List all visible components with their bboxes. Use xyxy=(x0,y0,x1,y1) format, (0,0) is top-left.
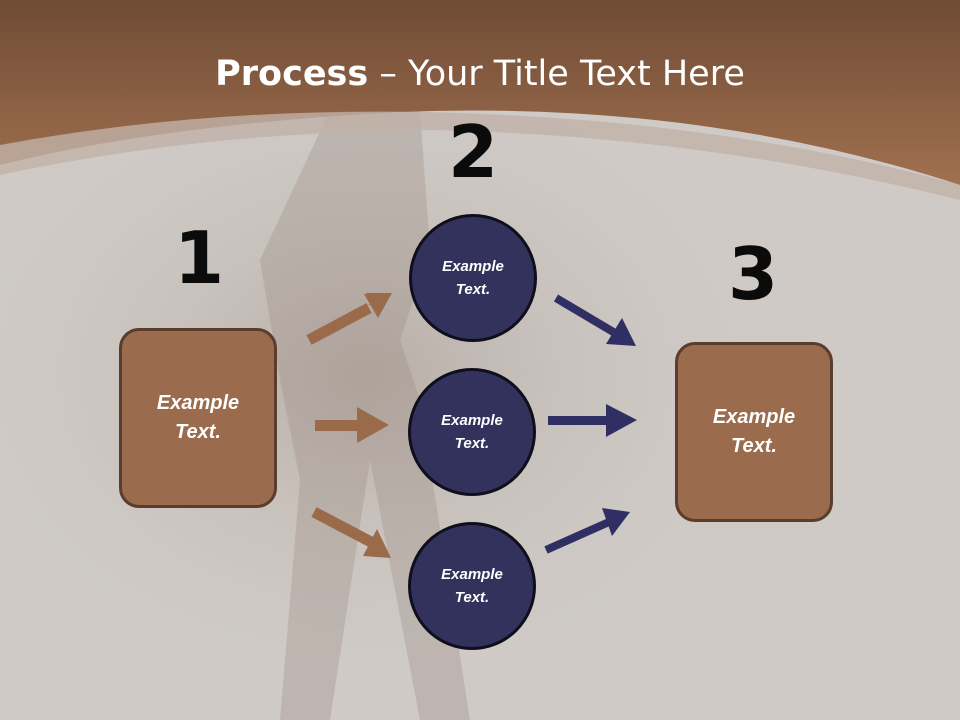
step-1-box: Example Text. xyxy=(119,328,277,508)
step-3-text: Example Text. xyxy=(712,406,796,457)
arrow-right-navy-shaft xyxy=(548,416,610,425)
step-number-1: 1 xyxy=(173,216,225,300)
arrow-down-right-brown-head xyxy=(363,529,391,558)
step-2-circle-middle: Example Text. xyxy=(408,368,536,496)
circle-text-bottom: Example Text. xyxy=(441,566,503,606)
step-2-circle-top: Example Text. xyxy=(409,214,537,342)
title-rest: – Your Title Text Here xyxy=(368,54,745,94)
step-number-3: 3 xyxy=(727,232,779,316)
circle-text-top: Example Text. xyxy=(442,258,504,298)
header-band xyxy=(0,0,960,185)
arrow-right-brown-shaft xyxy=(315,420,359,431)
arrow-up-right-brown-head xyxy=(364,293,392,318)
navy-arrows xyxy=(544,294,637,554)
arrow-right-navy-head xyxy=(606,404,637,437)
step-2-circle-bottom: Example Text. xyxy=(408,522,536,650)
arrow-up-right-brown-shaft xyxy=(306,303,372,345)
arrow-down-right-navy-head xyxy=(606,318,636,346)
arrow-up-right-navy-head xyxy=(602,508,630,536)
step-3-box: Example Text. xyxy=(675,342,833,522)
arrow-up-right-navy-shaft xyxy=(544,518,611,554)
arrow-right-brown-head xyxy=(357,407,389,443)
circle-text-middle: Example Text. xyxy=(441,412,503,452)
arrow-down-right-navy-shaft xyxy=(553,294,618,337)
step-number-2: 2 xyxy=(447,110,499,194)
brown-arrows xyxy=(306,293,392,558)
page-title: Process – Your Title Text Here xyxy=(0,52,960,96)
step-1-text: Example Text. xyxy=(156,392,240,443)
header-swoosh xyxy=(0,111,960,200)
title-bold: Process xyxy=(215,54,369,94)
arrow-down-right-brown-shaft xyxy=(311,507,374,547)
